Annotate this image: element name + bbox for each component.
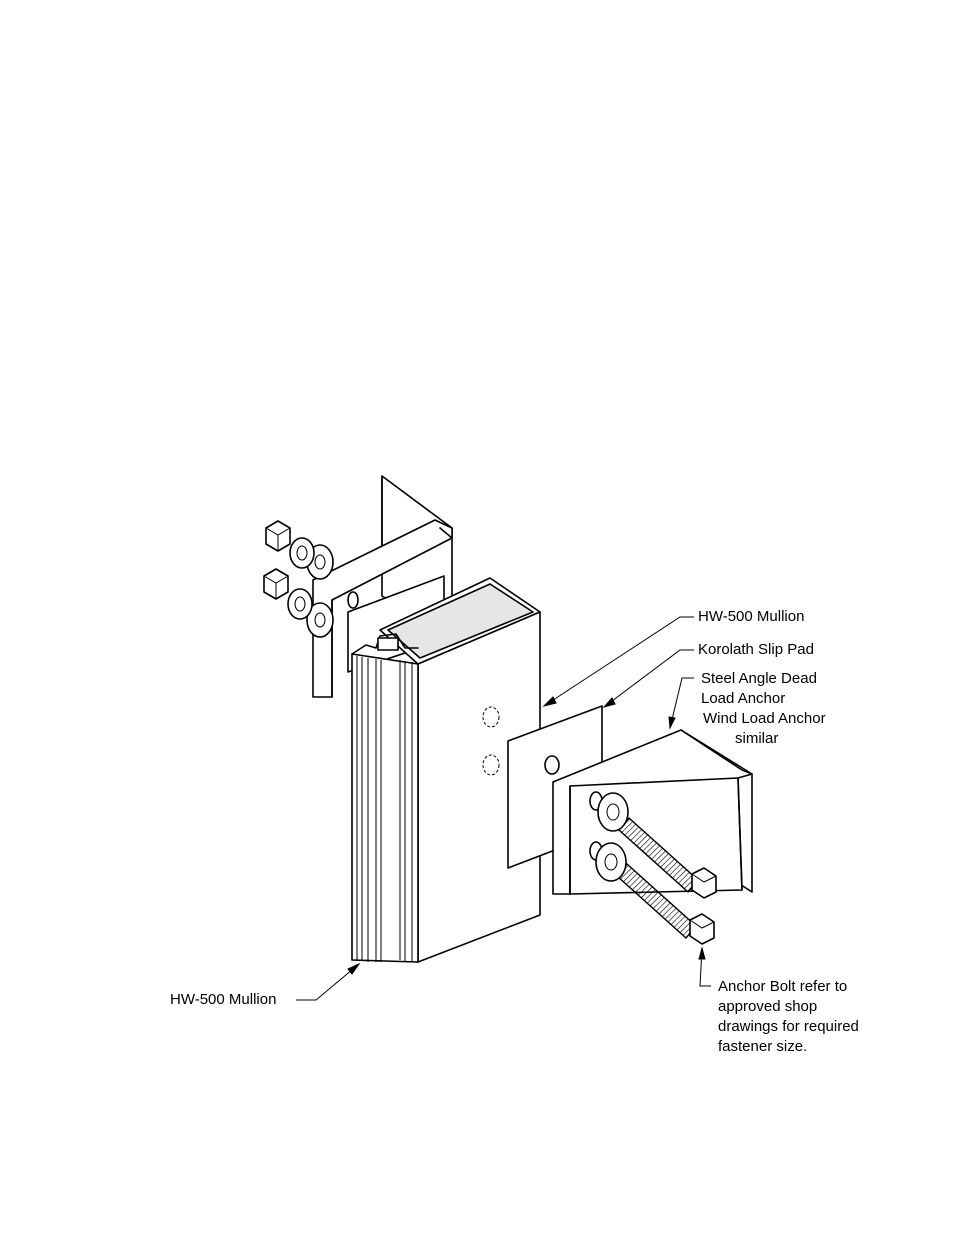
label-anchor-bolt-line4: fastener size. [718, 1037, 807, 1057]
label-hw500-mullion-right: HW-500 Mullion [698, 607, 804, 627]
label-hw500-mullion-left: HW-500 Mullion [170, 990, 276, 1010]
label-steel-angle-line2: Load Anchor [701, 689, 785, 709]
label-anchor-bolt-line1: Anchor Bolt refer to [718, 977, 847, 997]
label-anchor-bolt-line2: approved shop [718, 997, 817, 1017]
label-steel-angle-line1: Steel Angle Dead [701, 669, 817, 689]
label-korolath-slip-pad: Korolath Slip Pad [698, 640, 814, 660]
label-steel-angle-line4: similar [735, 729, 778, 749]
label-anchor-bolt-line3: drawings for required [718, 1017, 859, 1037]
label-steel-angle-line3: Wind Load Anchor [703, 709, 826, 729]
